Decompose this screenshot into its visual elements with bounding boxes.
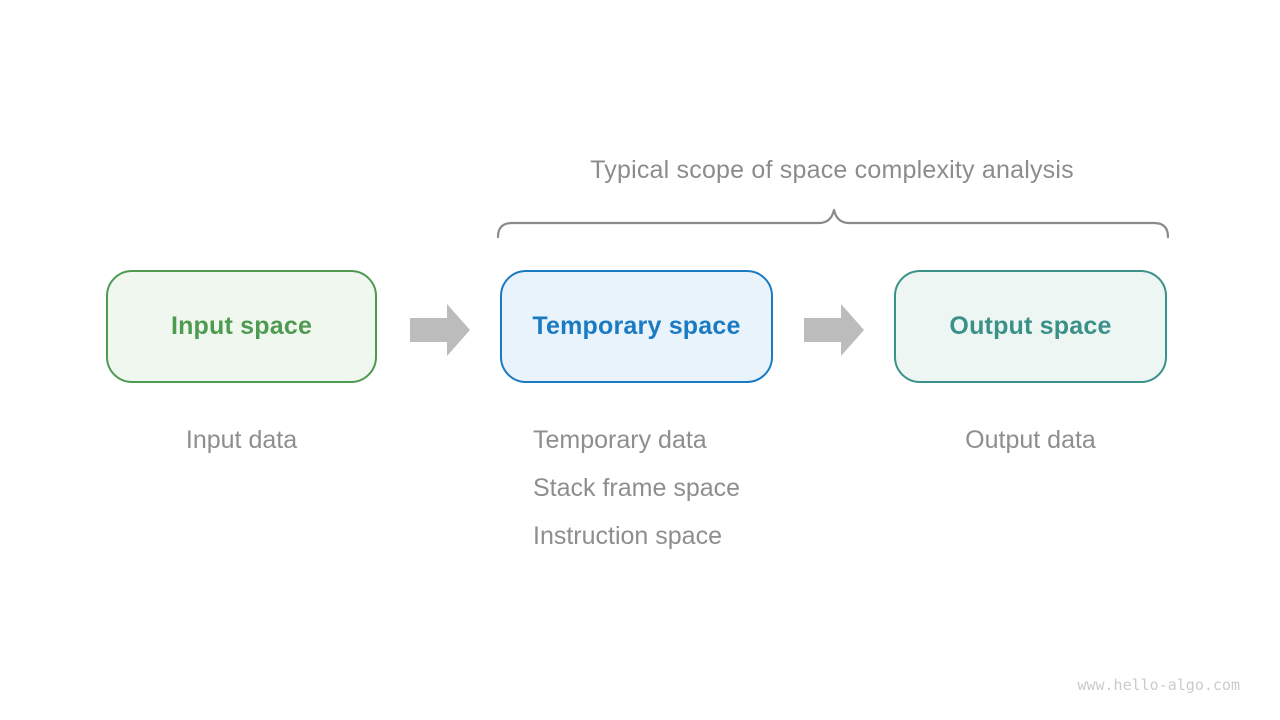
stack-frame-space-caption: Stack frame space [533, 474, 741, 502]
temporary-data-caption: Temporary data [533, 426, 707, 454]
output-space-label: Output space [949, 312, 1112, 340]
arrow-right-icon [410, 304, 470, 356]
temporary-space-label: Temporary space [532, 312, 741, 340]
input-data-caption: Input data [185, 426, 298, 454]
arrow-right-shape [804, 304, 864, 356]
arrow-right-shape [410, 304, 470, 356]
diagram-title: Typical scope of space complexity analys… [590, 156, 1074, 184]
watermark: www.hello-algo.com [1077, 676, 1240, 694]
scope-brace-path [497, 208, 1169, 239]
input-space-box: Input space [106, 270, 377, 383]
temporary-space-box: Temporary space [500, 270, 773, 383]
scope-brace [497, 208, 1169, 239]
output-data-caption: Output data [965, 426, 1096, 454]
instruction-space-caption: Instruction space [533, 522, 722, 550]
output-space-box: Output space [894, 270, 1167, 383]
arrow-right-icon [804, 304, 864, 356]
input-space-label: Input space [170, 312, 313, 340]
